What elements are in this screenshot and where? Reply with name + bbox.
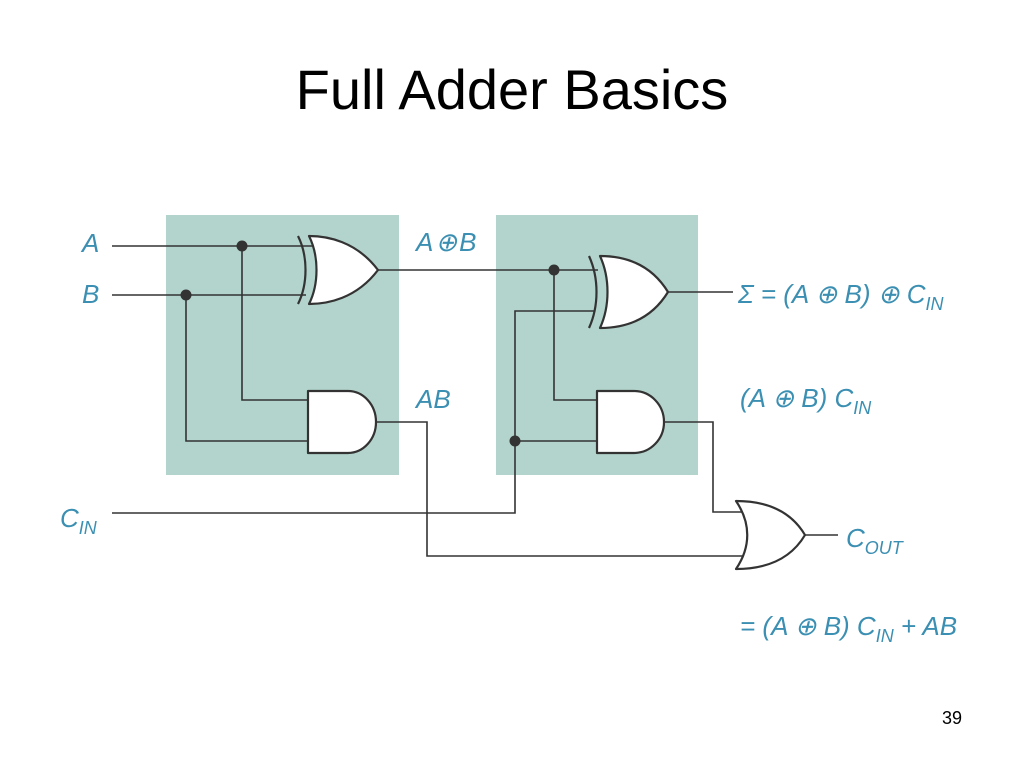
cout-expression: = (A ⊕ B) CIN + AB (740, 611, 957, 646)
input-label-b: B (82, 279, 99, 309)
and-gate-2 (595, 389, 666, 455)
or-gate (734, 499, 807, 571)
output-label-cout: COUT (846, 523, 905, 558)
and-gate-1 (306, 389, 378, 455)
xor-gate-1 (307, 234, 380, 306)
xor-gate-1-back-curve (297, 235, 307, 305)
xor-gate-2 (598, 254, 670, 330)
input-label-a: A (80, 228, 99, 258)
junction-dot-a (236, 240, 248, 252)
junction-dot-a-xor-b (548, 264, 560, 276)
wire-partial-carry (664, 421, 746, 513)
slide-title: Full Adder Basics (295, 58, 729, 121)
xor-gate-2-back-curve (587, 255, 598, 329)
signal-label-ab: AB (414, 384, 451, 414)
signal-label-a-xor-b: A⊕B (414, 227, 476, 257)
junction-dot-b (180, 289, 192, 301)
page-number: 39 (941, 708, 962, 728)
sum-expression: Σ = (A ⊕ B) ⊕ CIN (737, 279, 945, 314)
junction-dot-cin (509, 435, 521, 447)
wire-b-to-and1 (185, 295, 308, 442)
input-label-cin: CIN (60, 503, 98, 538)
wire-cin-input (112, 310, 594, 514)
wire-ab (376, 421, 746, 557)
wire-a-xor-b-to-and2 (553, 270, 597, 401)
wire-a-to-and1 (241, 246, 308, 401)
partial-carry-expression: (A ⊕ B) CIN (740, 383, 872, 418)
